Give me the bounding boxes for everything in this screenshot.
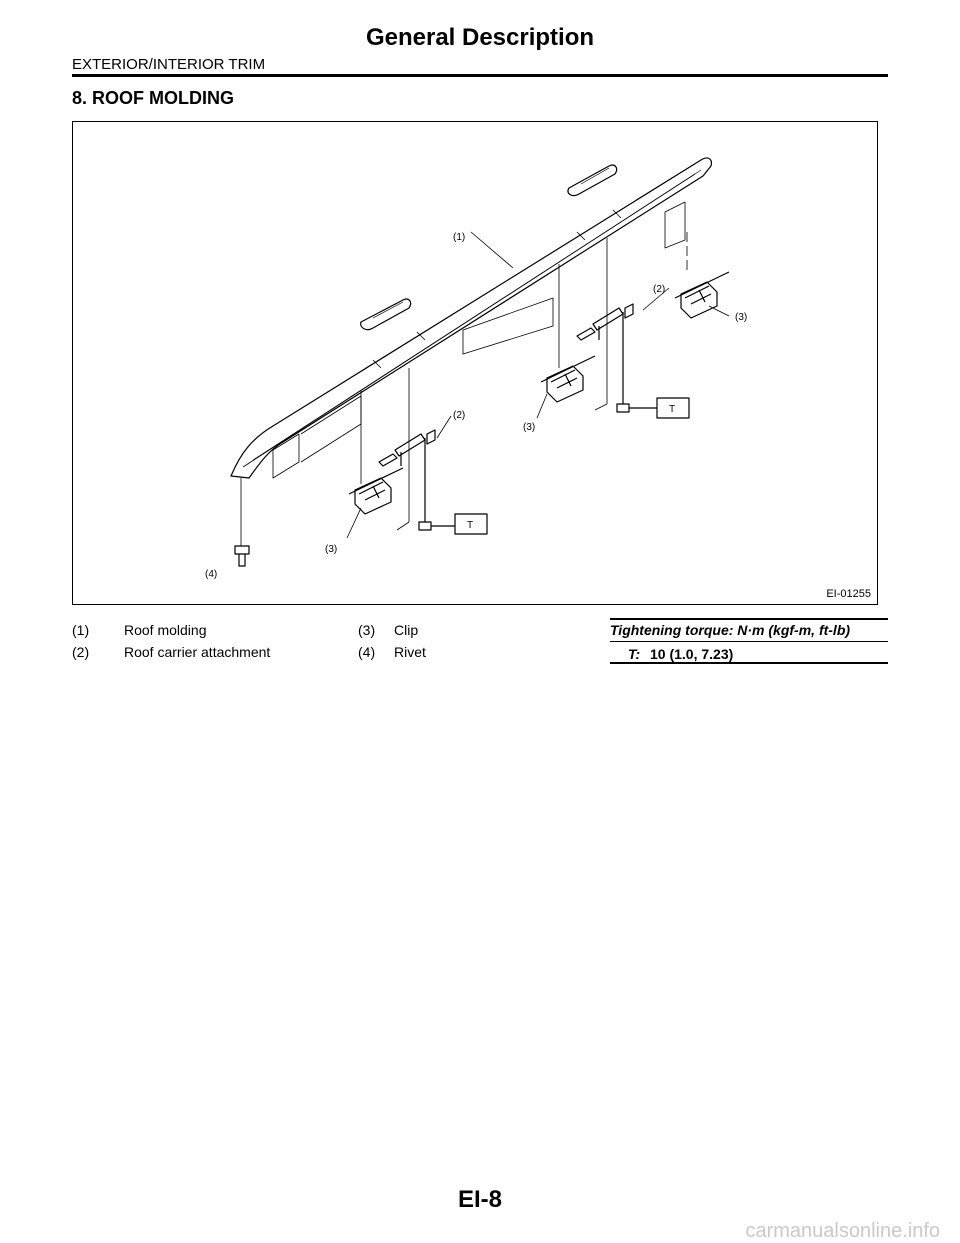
torque-label-lower: T <box>467 520 473 531</box>
torque-title: Tightening torque: N·m (kgf-m, ft-lb) <box>610 622 851 638</box>
clip-right <box>674 271 730 319</box>
torque-nut-upper <box>616 397 690 419</box>
torque-key: T: <box>628 646 641 662</box>
callout-2-upper: (2) <box>653 284 665 295</box>
callout-3-middle: (3) <box>523 422 535 433</box>
callout-4: (4) <box>205 569 217 580</box>
torque-rule <box>610 662 888 664</box>
legend-number: (2) <box>72 644 90 660</box>
page-number: EI-8 <box>457 1186 502 1213</box>
callout-1: (1) <box>453 232 465 243</box>
torque-nut-lower <box>418 513 488 535</box>
attachment-upper <box>576 303 634 404</box>
torque-rule <box>610 618 888 620</box>
legend-number: (4) <box>358 644 376 660</box>
clip-middle <box>540 355 596 403</box>
section-header: EXTERIOR/INTERIOR TRIM <box>72 56 266 73</box>
rivet <box>234 545 250 567</box>
exploded-view-diagram: (1) (2) (2) (3) (3) (3) (4) T T <box>205 157 747 580</box>
torque-value: 10 (1.0, 7.23) <box>650 646 734 662</box>
section-title: 8. ROOF MOLDING <box>72 88 234 108</box>
roof-molding-rail <box>230 157 712 479</box>
roof-molding-figure: (1) (2) (2) (3) (3) (3) (4) T T EI-01255 <box>72 121 878 605</box>
attachment-lower <box>378 429 436 522</box>
figure-id: EI-01255 <box>826 588 871 600</box>
page-title: General Description <box>365 24 595 51</box>
legend-number: (3) <box>358 622 376 638</box>
legend-text: Rivet <box>394 644 426 660</box>
legend-row: (1) Roof molding (3) Clip <box>72 622 888 642</box>
legend-text: Clip <box>394 622 419 638</box>
legend-number: (1) <box>72 622 90 638</box>
end-cap-left <box>360 298 412 331</box>
legend-text: Roof carrier attachment <box>124 644 271 660</box>
end-cap-right <box>567 164 618 197</box>
legend-text: Roof molding <box>124 622 207 638</box>
watermark: carmanualsonline.info <box>745 1220 940 1242</box>
header-rule <box>72 74 888 77</box>
callout-3-right: (3) <box>735 312 747 323</box>
clip-lower-left <box>348 467 404 515</box>
callout-2-lower: (2) <box>453 410 465 421</box>
legend-row: (2) Roof carrier attachment (4) Rivet <box>72 644 888 664</box>
torque-label-upper: T <box>669 404 675 415</box>
callout-3-left: (3) <box>325 544 337 555</box>
torque-rule <box>610 641 888 642</box>
